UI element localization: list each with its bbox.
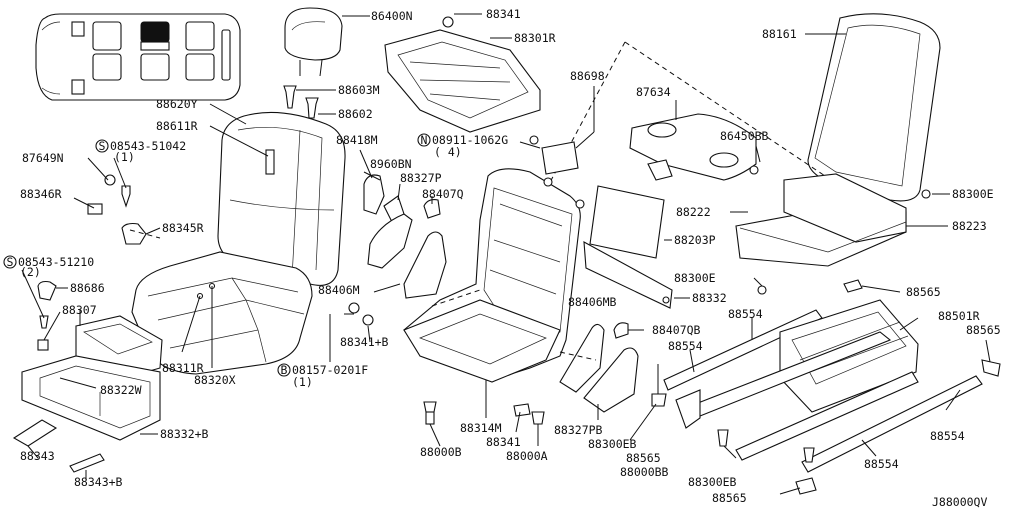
part-label: 88602 [338, 107, 373, 121]
part-label: 88343+B [74, 475, 123, 489]
part-label: 88000BB [620, 465, 669, 479]
circle-prefix-s-text: S [99, 139, 106, 153]
part-label: 88565 [712, 491, 747, 505]
circle-prefix-s-text: S [7, 255, 14, 269]
upper-frame-part [384, 16, 541, 133]
part-label: 08543-51042 [110, 139, 186, 153]
part-label: 87634 [636, 85, 671, 99]
part-label: 88346R [20, 187, 62, 201]
part-label: 86400N [371, 9, 413, 23]
part-qty: ( 4) [434, 145, 462, 159]
seatback-cushion-part [807, 13, 941, 202]
hinge-parts [363, 174, 441, 223]
part-label: 88565 [966, 323, 1001, 337]
part-label: 87649N [22, 151, 64, 165]
part-label: 88327P [400, 171, 442, 185]
storage-box-part [735, 173, 931, 295]
part-label: 88343 [20, 449, 55, 463]
circle-prefix-b-text: B [281, 363, 288, 377]
bolt-parts [348, 302, 629, 425]
part-label: 08543-51210 [18, 255, 94, 269]
side-cover-parts [367, 213, 639, 413]
part-label: 88322W [100, 383, 142, 397]
circle-prefix-b: B [277, 363, 291, 377]
part-label: 88300EB [588, 437, 637, 451]
circle-prefix-s1: S [95, 139, 109, 153]
part-label: 88301R [514, 31, 556, 45]
circle-prefix-n: N [417, 133, 431, 147]
part-label: 88554 [864, 457, 899, 471]
part-label: 88341 [486, 435, 521, 449]
part-label: 86450BB [720, 129, 769, 143]
part-label: 88161 [762, 27, 797, 41]
part-qty: (2) [20, 265, 41, 279]
part-label: 88341 [486, 7, 521, 21]
seat-frame-part [403, 168, 585, 383]
headrest-guide-parts [283, 85, 319, 119]
slide-rail-parts [651, 279, 1001, 495]
part-label: 88300E [952, 187, 994, 201]
part-label: 88554 [728, 307, 763, 321]
part-label: 88418M [336, 133, 378, 147]
van-locator-icon [35, 13, 241, 101]
part-label: 88686 [70, 281, 105, 295]
part-label: 88620Y [156, 97, 198, 111]
part-label: 88223 [952, 219, 987, 233]
part-label: 88314M [460, 421, 502, 435]
part-qty: (1) [292, 375, 313, 389]
bracket-part [529, 135, 579, 175]
part-label: 88341+B [340, 335, 389, 349]
part-label: 88565 [906, 285, 941, 299]
part-label: 88203P [674, 233, 716, 247]
part-qty: (1) [114, 150, 135, 164]
part-label: 88407Q [422, 187, 464, 201]
part-label: 88611R [156, 119, 198, 133]
circle-prefix-n-text: N [421, 133, 428, 147]
part-label: 88327PB [554, 423, 603, 437]
diagram-id-label: J88000QV [932, 495, 987, 509]
part-label: 8960BN [370, 157, 412, 171]
part-label: 88311R [162, 361, 204, 375]
panel-part [583, 241, 673, 309]
part-label: 88000A [506, 449, 548, 463]
part-label: 88407QB [652, 323, 701, 337]
part-label: 88565 [626, 451, 661, 465]
part-label: 88501R [938, 309, 980, 323]
part-label: 88300EB [688, 475, 737, 489]
board-part [589, 185, 665, 259]
part-label: 08157-0201F [292, 363, 368, 377]
part-label: 88300E [674, 271, 716, 285]
part-label: 88698 [570, 69, 605, 83]
part-label: 88406M [318, 283, 360, 297]
seat-tray-part [21, 315, 163, 441]
part-label: 88222 [676, 205, 711, 219]
part-label: 88000B [420, 445, 462, 459]
part-label: 88332+B [160, 427, 209, 441]
backrest-part [217, 111, 346, 286]
part-label: 88554 [930, 429, 965, 443]
part-label: 08911-1062G [432, 133, 508, 147]
part-label: 88554 [668, 339, 703, 353]
part-label: 88320X [194, 373, 236, 387]
part-label: 88406MB [568, 295, 617, 309]
trim-cover-parts [12, 419, 105, 473]
seat-cushion-part [131, 251, 313, 375]
part-label: 88332 [692, 291, 727, 305]
tray-table-part [629, 113, 759, 181]
part-label: 88345R [162, 221, 204, 235]
part-label: 88307 [62, 303, 97, 317]
part-label: 88603M [338, 83, 380, 97]
circle-prefix-s2: S [3, 255, 17, 269]
headrest-part [284, 7, 343, 77]
left-small-parts [37, 174, 147, 351]
